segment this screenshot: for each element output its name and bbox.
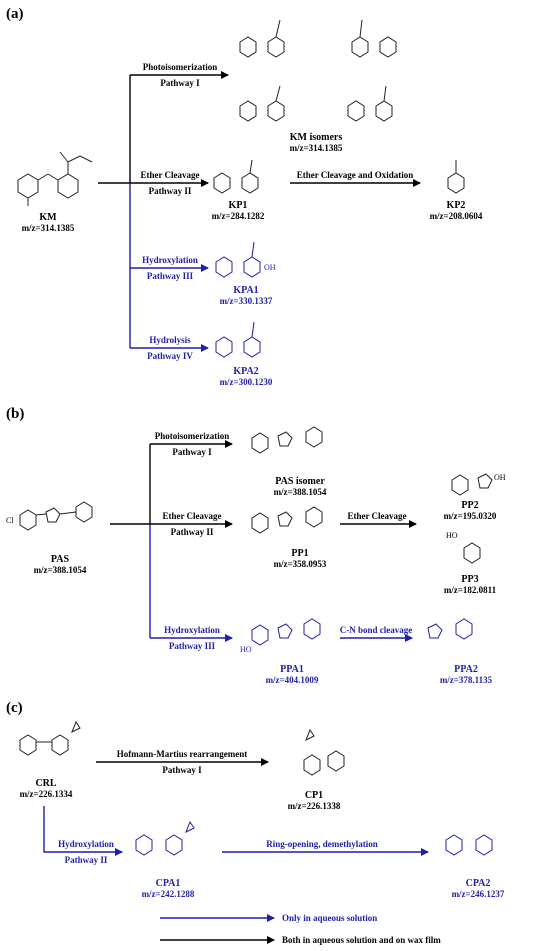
panel-a: (a) KM m/z=314.1385 Photoisomerization P… (6, 6, 483, 387)
cpa1-name: CPA1 (156, 878, 181, 889)
kp1-structure (213, 159, 259, 194)
ppa1-mz: m/z=404.1009 (266, 675, 319, 685)
legend-blue-label: Only in aqueous solution (282, 913, 377, 923)
kp1-name: KP1 (229, 200, 248, 211)
km-name: KM (39, 212, 57, 223)
b-p3b-step: C-N bond cleavage (340, 625, 413, 635)
a-p1-step: Photoisomerization (143, 62, 218, 72)
kpa1-oh: OH (264, 263, 276, 272)
pas-mz: m/z=388.1054 (34, 565, 87, 575)
pas-cl: Cl (6, 516, 14, 525)
c-p2b-step: Ring-opening, demethylation (266, 839, 378, 849)
pp2-structure (451, 473, 493, 496)
ppa2-structure (427, 618, 473, 640)
b-p1-pathway: Pathway I (172, 447, 212, 457)
b-p3-pathway: Pathway III (169, 641, 216, 651)
c-p2-step: Hydroxylation (58, 839, 114, 849)
kpa1-structure (215, 241, 261, 278)
pas-name: PAS (51, 554, 70, 565)
cpa2-structure (445, 834, 493, 856)
panel-a-label: (a) (6, 6, 24, 22)
kpa2-name: KPA2 (233, 366, 258, 377)
pp2-mz: m/z=195.0320 (444, 511, 497, 521)
panel-c: (c) CRL m/z=226.1334 Hofmann-Martius rea… (6, 700, 505, 899)
b-p2-pathway: Pathway II (171, 527, 214, 537)
b-p2-step: Ether Cleavage (162, 511, 221, 521)
pas-isomer-name: PAS isomer (275, 476, 325, 487)
c-p1-step: Hofmann-Martius rearrangement (117, 749, 248, 759)
a-p4-pathway: Pathway IV (147, 351, 193, 361)
kpa1-name: KPA1 (233, 285, 258, 296)
c-p1-pathway: Pathway I (162, 765, 202, 775)
ppa2-mz: m/z=378.1135 (440, 675, 493, 685)
kpa2-mz: m/z=300.1230 (220, 377, 273, 387)
panel-b: (b) Cl PAS m/z=388.1054 Photoisomerizati… (6, 406, 506, 685)
crl-mz: m/z=226.1334 (20, 789, 73, 799)
arrow-c-p2 (43, 806, 123, 856)
kpa1-mz: m/z=330.1337 (220, 296, 273, 306)
pp1-structure (251, 506, 323, 534)
a-p1-product: KM isomers (290, 132, 343, 143)
b-p3-step: Hydroxylation (164, 625, 220, 635)
kp2-mz: m/z=208.0604 (430, 211, 483, 221)
ppa1-name: PPA1 (280, 664, 304, 675)
panel-b-label: (b) (6, 406, 24, 422)
pp1-name: PP1 (291, 548, 308, 559)
km-isomers-structures (239, 19, 397, 122)
cpa2-name: CPA2 (466, 878, 491, 889)
panel-c-label: (c) (6, 700, 23, 716)
crl-structure (19, 720, 81, 756)
pp3-structure (463, 542, 481, 564)
kp1-mz: m/z=284.1282 (212, 211, 265, 221)
a-p3-step: Hydroxylation (142, 255, 198, 265)
cpa1-mz: m/z=242.1288 (142, 889, 195, 899)
pp1-mz: m/z=358.0953 (274, 559, 327, 569)
pas-isomer-mz: m/z=388.1054 (274, 487, 327, 497)
cp1-structure (303, 728, 345, 776)
c-p2-pathway: Pathway II (65, 855, 108, 865)
cpa2-mz: m/z=246.1237 (452, 889, 505, 899)
a-p1-pathway: Pathway I (160, 78, 200, 88)
km-structure (17, 151, 93, 206)
a-p2b-step: Ether Cleavage and Oxidation (297, 170, 414, 180)
pp2-oh: OH (494, 473, 506, 482)
a-p2-pathway: Pathway II (149, 186, 192, 196)
pas-structure (19, 501, 93, 531)
a-p1-mz: m/z=314.1385 (290, 143, 343, 153)
crl-name: CRL (35, 778, 56, 789)
ppa1-ho: HO (240, 645, 252, 654)
ppa1-structure (251, 618, 321, 646)
a-p3-pathway: Pathway III (147, 271, 194, 281)
cpa1-structure (135, 820, 195, 856)
cp1-mz: m/z=226.1338 (288, 801, 341, 811)
cp1-name: CP1 (305, 790, 323, 801)
pp3-oh: HO (446, 531, 458, 540)
pp3-mz: m/z=182.0811 (444, 585, 497, 595)
a-p2-step: Ether Cleavage (140, 170, 199, 180)
b-p1-step: Photoisomerization (155, 431, 230, 441)
pp3-name: PP3 (461, 574, 478, 585)
pas-isomer-structure (251, 426, 323, 454)
b-p2b-step: Ether Cleavage (347, 511, 406, 521)
kp2-name: KP2 (447, 200, 466, 211)
a-p4-step: Hydrolysis (149, 335, 191, 345)
legend-black-label: Both in aqueous solution and on wax film (282, 935, 441, 945)
legend: Only in aqueous solution Both in aqueous… (160, 913, 441, 945)
ppa2-name: PPA2 (454, 664, 478, 675)
kpa2-structure (215, 321, 261, 358)
pp2-name: PP2 (461, 500, 478, 511)
kp2-structure (447, 160, 465, 194)
km-mz: m/z=314.1385 (22, 223, 75, 233)
